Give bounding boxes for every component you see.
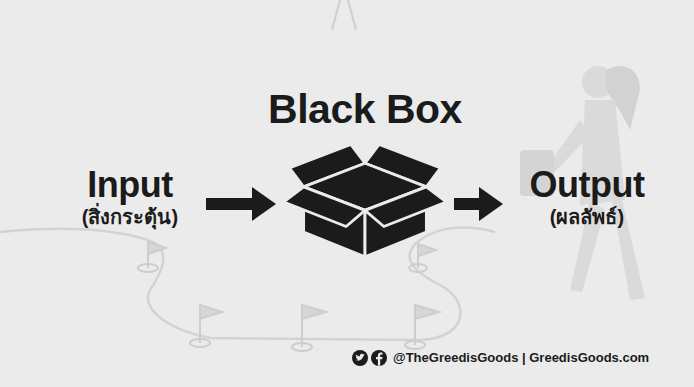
- io-label: Output(ผลลัพธ์): [507, 166, 667, 242]
- diagram-title: Black Box: [240, 86, 490, 132]
- black-box-node: Black Box: [280, 86, 450, 266]
- io-subtitle: (สิ่งกระตุ้น): [58, 204, 202, 230]
- io-label: Input(สิ่งกระตุ้น): [58, 166, 202, 242]
- open-box-icon: [280, 138, 450, 264]
- flow-arrow: [206, 187, 276, 221]
- io-heading: Output: [507, 166, 667, 204]
- io-subtitle: (ผลลัพธ์): [507, 204, 667, 230]
- footer-credit: @TheGreedisGoods | GreedisGoods.com: [393, 349, 649, 367]
- social-icons: [352, 349, 392, 367]
- flag-markers: [138, 242, 439, 351]
- flow-arrow: [454, 187, 503, 221]
- winding-path: [0, 0, 495, 340]
- io-heading: Input: [58, 166, 202, 204]
